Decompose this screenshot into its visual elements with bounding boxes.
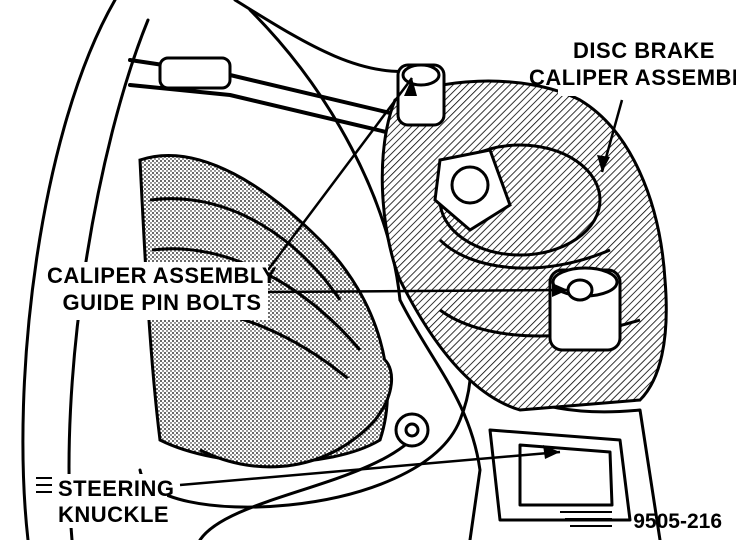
knuckle-arm [398, 298, 482, 540]
arrowheads [404, 78, 610, 459]
fender-arc [233, 0, 422, 73]
leader-upper-bolt [267, 77, 413, 271]
hub-bearing [199, 358, 394, 469]
label-bg-knuckle [55, 474, 167, 528]
lower-guide-pin-bolt [548, 266, 622, 352]
label-caliper-line1: DISC BRAKE [573, 38, 715, 63]
label-knuckle-line1: STEERING [58, 476, 174, 501]
caliper-body [380, 79, 668, 412]
label-guide-pin-line2: GUIDE PIN BOLTS [63, 290, 262, 315]
illustration [21, 0, 662, 540]
label-bg-guide-pin [58, 262, 268, 320]
leader-knuckle [179, 450, 561, 487]
label-guide-pin-line1: CALIPER ASSEMBLY [47, 263, 277, 288]
label-knuckle-line2: KNUCKLE [58, 502, 169, 527]
wheel-arc-outer [21, 0, 117, 540]
leader-lines [179, 77, 624, 487]
label-bg-caliper [558, 36, 730, 96]
label-caliper-line2: CALIPER ASSEMBLY [529, 65, 736, 90]
figure-id: 9505-216 [633, 510, 722, 533]
leader-lower-bolt [264, 288, 569, 294]
knuckle-bolt [394, 412, 430, 448]
knuckle-ticks [36, 477, 52, 493]
figure-id-rule [560, 511, 612, 527]
